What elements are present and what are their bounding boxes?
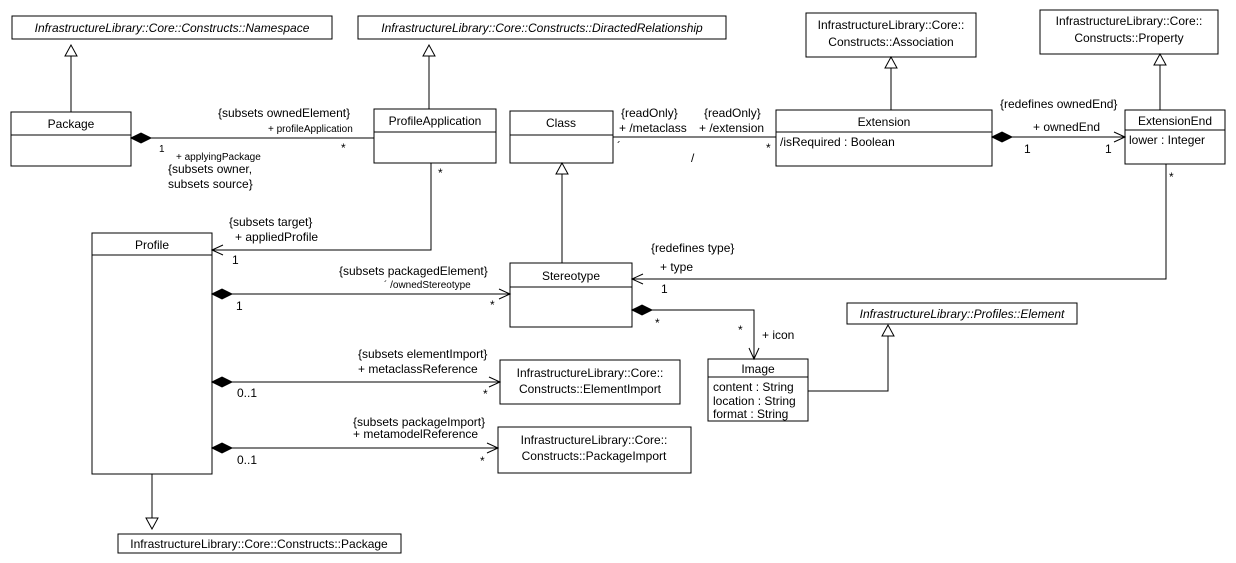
class-profile-application[interactable]: ProfileApplication bbox=[373, 108, 497, 164]
label-st-star: * bbox=[490, 298, 495, 312]
class-association[interactable]: InfrastructureLibrary::Core:: Constructs… bbox=[805, 12, 977, 58]
class-package[interactable]: Package bbox=[10, 111, 132, 167]
directed-relationship-name: InfrastructureLibrary::Core::Constructs:… bbox=[381, 21, 703, 35]
label-redefines-owned-end: {redefines ownedEnd} bbox=[1000, 97, 1117, 111]
extension-name: Extension bbox=[858, 115, 911, 129]
association-profile-application-profile bbox=[210, 163, 432, 256]
label-pi-zero-one: 0..1 bbox=[237, 453, 257, 467]
generalization-package-namespace bbox=[64, 43, 78, 112]
label-subsets-package-import: {subsets packageImport} bbox=[353, 415, 485, 429]
label-extension-role: + /extension bbox=[699, 121, 764, 135]
label-pi-star: * bbox=[480, 454, 485, 468]
label-owned-stereotype: ´ /ownedStereotype bbox=[384, 279, 471, 291]
generalization-profile-core-package bbox=[145, 474, 159, 531]
label-metamodel-reference: + metamodelReference bbox=[353, 427, 478, 441]
element-import-line2: Constructs::ElementImport bbox=[519, 382, 662, 396]
package-import-line1: InfrastructureLibrary::Core:: bbox=[521, 433, 668, 447]
class-profiles-element[interactable]: InfrastructureLibrary::Profiles::Element bbox=[846, 302, 1078, 325]
label-ext-one: 1 bbox=[1024, 142, 1031, 156]
class-namespace[interactable]: InfrastructureLibrary::Core::Constructs:… bbox=[11, 15, 333, 40]
class-directed-relationship[interactable]: InfrastructureLibrary::Core::Constructs:… bbox=[357, 15, 727, 40]
package-import-line2: Constructs::PackageImport bbox=[522, 449, 667, 463]
image-attr-content: content : String bbox=[713, 380, 794, 394]
label-prof-one: 1 bbox=[232, 253, 239, 267]
generalization-extension-association bbox=[884, 55, 898, 110]
label-st-type-one: 1 bbox=[661, 282, 668, 296]
label-subsets-packaged-element: {subsets packagedElement} bbox=[339, 264, 488, 278]
class-extension[interactable]: Extension /isRequired : Boolean bbox=[775, 109, 993, 167]
association-line2: Constructs::Association bbox=[828, 35, 953, 49]
property-line2: Constructs::Property bbox=[1074, 31, 1183, 45]
label-read-only-2: {readOnly} bbox=[704, 106, 761, 120]
label-subsets-target: {subsets target} bbox=[229, 215, 312, 229]
profiles-element-name: InfrastructureLibrary::Profiles::Element bbox=[860, 307, 1065, 321]
label-pkg-one: 1 bbox=[159, 144, 165, 155]
extension-attr-is-required: /isRequired : Boolean bbox=[780, 135, 895, 149]
label-profile-application-role: + profileApplication bbox=[268, 124, 353, 135]
label-img-star: * bbox=[738, 323, 743, 337]
label-pa-star: * bbox=[341, 141, 346, 155]
core-package-name: InfrastructureLibrary::Core::Constructs:… bbox=[130, 537, 388, 551]
association-line1: InfrastructureLibrary::Core:: bbox=[818, 18, 965, 32]
stereotype-name: Stereotype bbox=[542, 269, 600, 283]
association-profile-package-import bbox=[210, 442, 500, 454]
profile-name: Profile bbox=[135, 238, 169, 252]
label-prof-st-one: 1 bbox=[236, 299, 243, 313]
class-package-import[interactable]: InfrastructureLibrary::Core:: Constructs… bbox=[497, 426, 692, 474]
image-name: Image bbox=[741, 362, 775, 376]
class-property[interactable]: InfrastructureLibrary::Core:: Constructs… bbox=[1039, 9, 1219, 55]
class-profile[interactable]: Profile bbox=[91, 232, 213, 475]
label-type-role: + type bbox=[660, 260, 693, 274]
generalization-stereotype-class bbox=[555, 161, 569, 263]
generalization-extension-end-property bbox=[1153, 52, 1167, 110]
property-line1: InfrastructureLibrary::Core:: bbox=[1056, 14, 1203, 28]
label-subsets-source: subsets source} bbox=[168, 177, 253, 191]
class-extension-end[interactable]: ExtensionEnd lower : Integer bbox=[1124, 109, 1226, 165]
image-attr-location: location : String bbox=[713, 394, 796, 408]
class-image[interactable]: Image content : String location : String… bbox=[707, 358, 809, 422]
label-owned-end: + ownedEnd bbox=[1033, 120, 1100, 134]
label-class-tick: ´ bbox=[617, 139, 621, 153]
label-applied-profile: + appliedProfile bbox=[235, 230, 318, 244]
element-import-line1: InfrastructureLibrary::Core:: bbox=[517, 366, 664, 380]
label-ee-star: * bbox=[1169, 170, 1174, 184]
extension-end-name: ExtensionEnd bbox=[1138, 114, 1212, 128]
label-subsets-owner: {subsets owner, bbox=[168, 162, 252, 176]
label-ei-star: * bbox=[483, 387, 488, 401]
extension-end-attr-lower: lower : Integer bbox=[1129, 133, 1205, 147]
class-class[interactable]: Class bbox=[509, 110, 614, 164]
label-icon-role: + icon bbox=[762, 328, 794, 342]
association-extension-end-stereotype bbox=[630, 164, 1167, 285]
label-ext-star: * bbox=[766, 141, 771, 155]
label-ee-one: 1 bbox=[1105, 142, 1112, 156]
label-metaclass: + /metaclass bbox=[619, 121, 687, 135]
association-profile-element-import bbox=[210, 376, 502, 388]
namespace-name: InfrastructureLibrary::Core::Constructs:… bbox=[35, 21, 310, 35]
class-stereotype[interactable]: Stereotype bbox=[509, 262, 633, 328]
generalization-profile-application-directed-relationship bbox=[422, 43, 436, 109]
label-slash-mark: / bbox=[691, 151, 695, 165]
image-attr-format: format : String bbox=[713, 407, 788, 421]
label-subsets-owned-element: {subsets ownedElement} bbox=[218, 106, 350, 120]
class-core-package[interactable]: InfrastructureLibrary::Core::Constructs:… bbox=[117, 533, 402, 554]
label-metaclass-reference: + metaclassReference bbox=[358, 362, 478, 376]
class-element-import[interactable]: InfrastructureLibrary::Core:: Constructs… bbox=[499, 359, 681, 405]
label-applying-package: + applyingPackage bbox=[176, 152, 261, 163]
association-stereotype-image bbox=[630, 304, 760, 361]
association-extension-extension-end bbox=[990, 131, 1127, 143]
class-name: Class bbox=[546, 116, 576, 130]
profile-application-name: ProfileApplication bbox=[389, 114, 482, 128]
label-redefines-type: {redefines type} bbox=[651, 241, 734, 255]
label-st-img-star: * bbox=[655, 316, 660, 330]
generalization-image-profiles-element bbox=[808, 323, 895, 392]
label-ei-zero-one: 0..1 bbox=[237, 386, 257, 400]
label-read-only-1: {readOnly} bbox=[621, 106, 678, 120]
association-profile-stereotype bbox=[210, 288, 512, 300]
package-name: Package bbox=[48, 117, 95, 131]
label-pa-down-star: * bbox=[438, 166, 443, 180]
label-subsets-element-import: {subsets elementImport} bbox=[358, 347, 487, 361]
association-package-profile-application bbox=[129, 132, 374, 144]
